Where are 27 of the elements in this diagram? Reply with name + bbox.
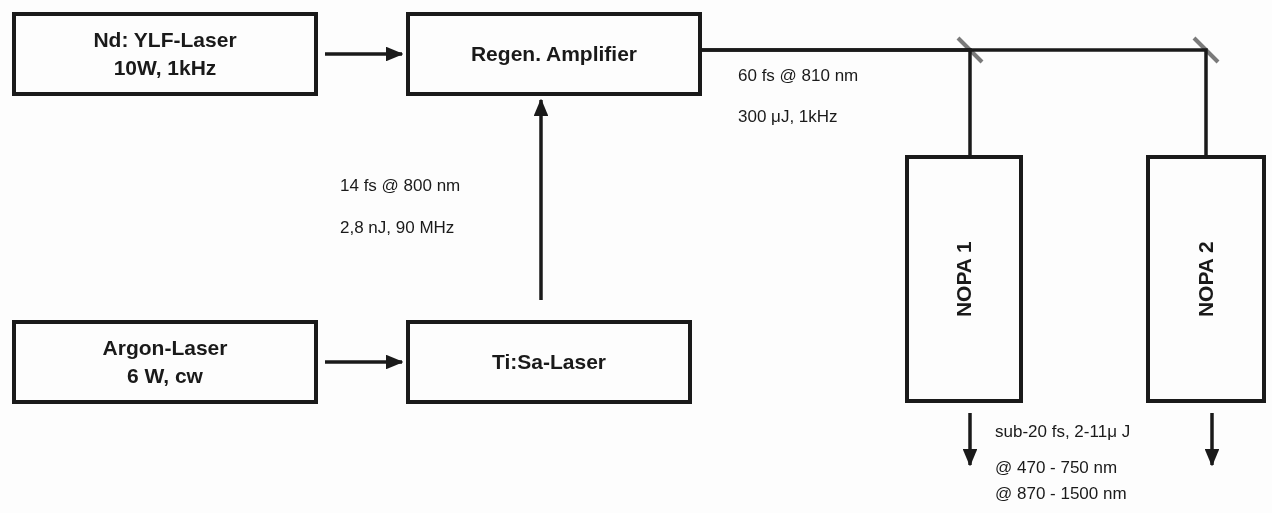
laser-component-box — [406, 320, 692, 404]
laser-component-box — [12, 320, 318, 404]
component-spec: 10W, 1kHz — [113, 55, 217, 81]
component-name: NOPA 1 — [950, 241, 976, 317]
component-name: Ti:Sa-Laser — [492, 348, 606, 375]
beam-parameter-label: 60 fs @ 810 nm — [738, 66, 859, 86]
arrow — [533, 98, 549, 300]
beam-parameter-label: 300 μJ, 1kHz — [738, 107, 838, 127]
laser-component-box — [1146, 155, 1266, 403]
component-name: Argon-Laser — [102, 334, 228, 361]
beam-parameter-label: @ 470 - 750 nm — [995, 458, 1118, 478]
component-name: Nd: YLF-Laser — [93, 26, 237, 53]
laser-component-box — [12, 12, 318, 96]
beam-parameter-label: @ 870 - 1500 nm — [995, 484, 1127, 504]
laser-component-box — [406, 12, 702, 96]
component-name: Regen. Amplifier — [470, 40, 638, 67]
laser-component-box — [905, 155, 1023, 403]
beam-line — [702, 48, 1208, 155]
component-spec: 6 W, cw — [127, 363, 203, 389]
arrow — [325, 354, 404, 370]
component-name: NOPA 2 — [1192, 241, 1218, 317]
arrow — [1204, 413, 1220, 467]
arrow — [962, 413, 978, 467]
beam-parameter-label: sub-20 fs, 2-11μ J — [995, 422, 1131, 442]
beam-parameter-label: 2,8 nJ, 90 MHz — [340, 218, 455, 238]
beam-parameter-label: 14 fs @ 800 nm — [340, 176, 461, 196]
arrow — [325, 46, 404, 62]
